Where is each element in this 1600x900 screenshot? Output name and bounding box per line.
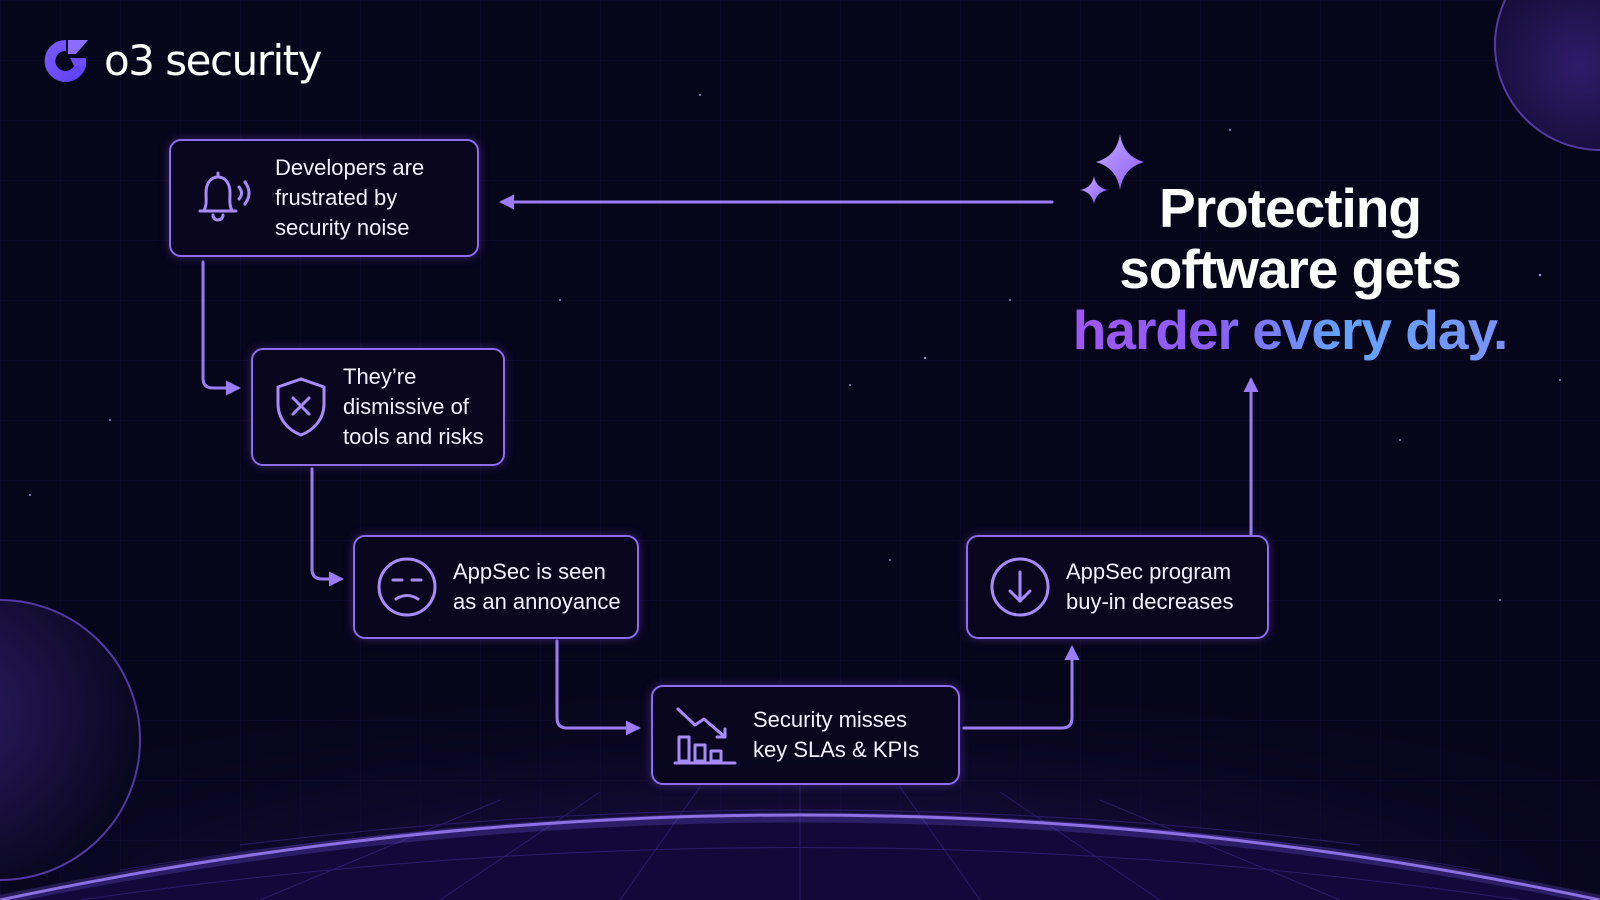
step-text: AppSec program buy-in decreases	[1066, 559, 1234, 614]
step-card-developers-frustrated: Developers are frustrated by security no…	[169, 139, 479, 257]
step-text: Developers are frustrated by security no…	[275, 155, 425, 240]
declining-chart-icon	[673, 703, 739, 767]
annoyed-face-icon	[375, 555, 439, 619]
step-card-dismissive: They’re dismissive of tools and risks	[251, 348, 505, 466]
headline-line-1: Protecting	[1159, 177, 1422, 239]
brand-name: o3 security	[104, 36, 322, 85]
sparkle-icon	[1080, 134, 1144, 204]
step-card-annoyance: AppSec is seen as an annoyance	[353, 535, 639, 639]
headline-line-3: harder every day.	[1030, 300, 1550, 361]
headline: Protecting software gets harder every da…	[1030, 178, 1550, 361]
headline-line-2: software gets	[1119, 238, 1462, 300]
step-text: They’re dismissive of tools and risks	[343, 364, 484, 449]
step-text: AppSec is seen as an annoyance	[453, 559, 621, 614]
arrow-down-circle-icon	[988, 555, 1052, 619]
step-card-missed-slas: Security misses key SLAs & KPIs	[651, 685, 960, 785]
shield-x-icon	[273, 374, 329, 440]
step-card-buy-in-decreases: AppSec program buy-in decreases	[966, 535, 1269, 639]
o3-logo-mark-icon	[44, 39, 88, 82]
brand-logo: o3 security	[40, 36, 322, 86]
bell-ringing-icon	[191, 165, 261, 231]
step-text: Security misses key SLAs & KPIs	[753, 707, 920, 762]
